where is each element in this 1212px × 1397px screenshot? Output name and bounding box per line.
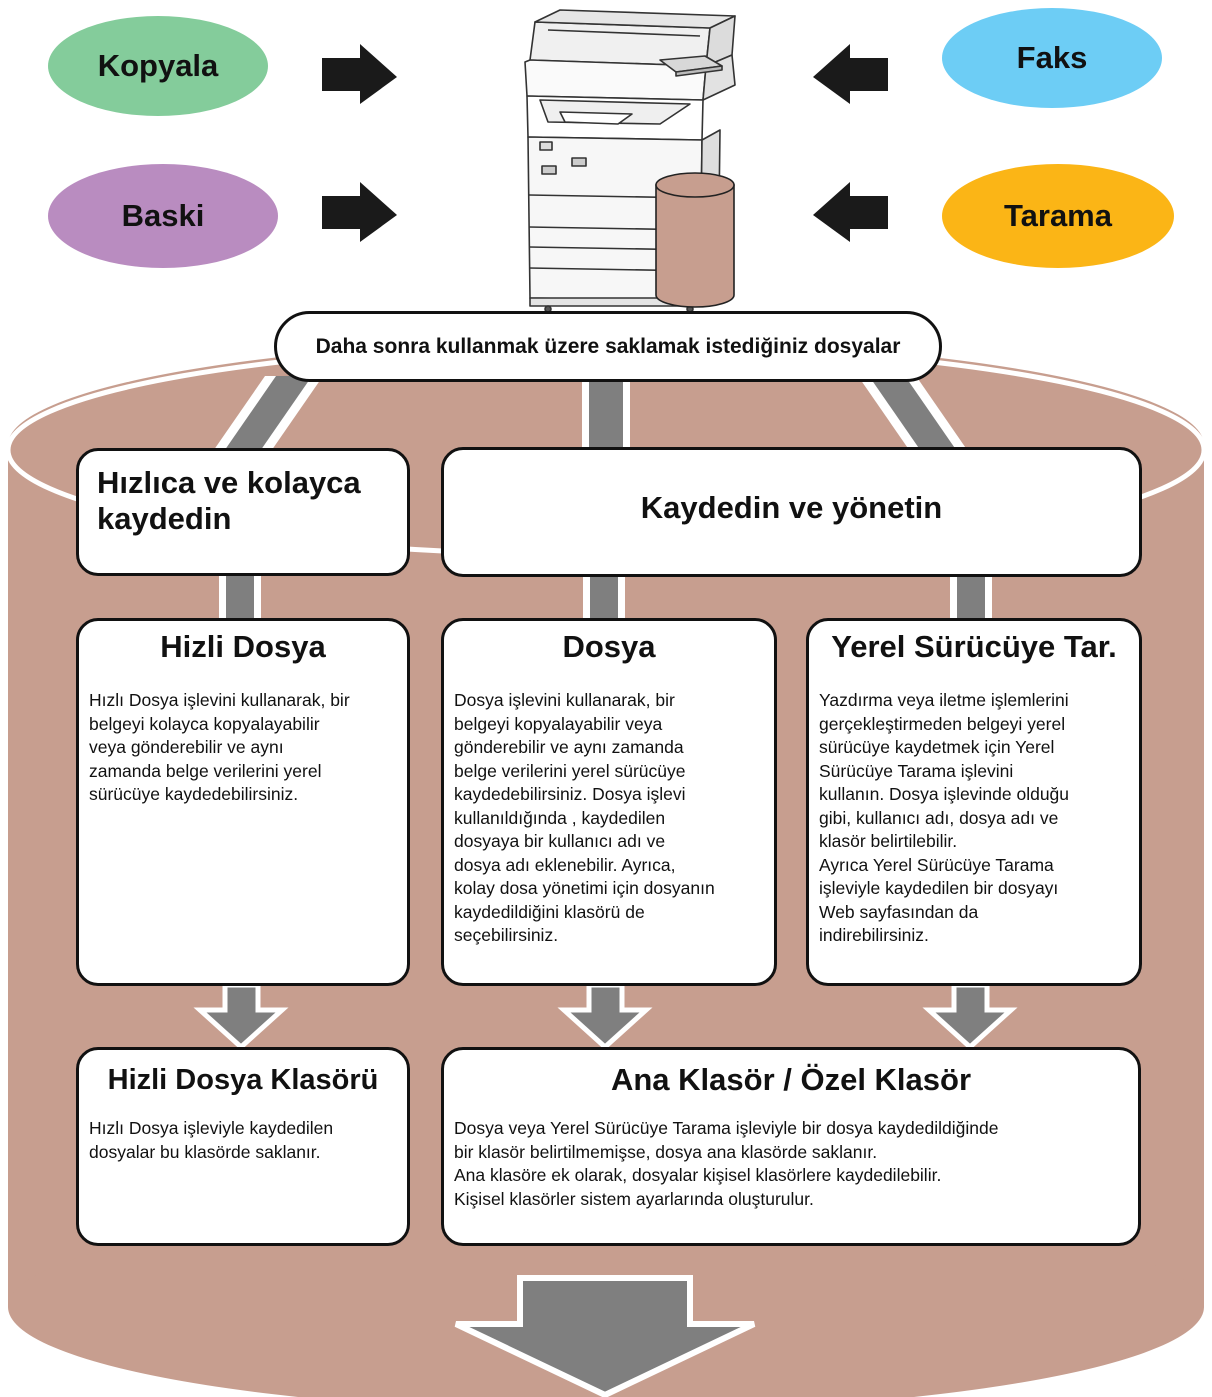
text-line: kaydedildiğini klasörü de [454,901,645,922]
text-line: klasör belirtilebilir. [819,831,958,851]
text-line: dosya adı eklenebilir. Ayrıca, [454,854,676,875]
text-line: Dosya işlevini kullanarak, bir [454,690,675,710]
scan-to-local-box: Yerel Sürücüye Tar. Yazdırma veya iletme… [806,618,1142,986]
text-line: Yazdırma veya iletme işlemlerini [819,690,1069,710]
main-custom-folder-box: Ana Klasör / Özel Klasör Dosya veya Yere… [441,1047,1141,1246]
text-line: işleviyle kaydedilen bir dosyayı [819,878,1059,898]
text-line: Sürücüye Tarama işlevini [819,760,1014,781]
text-line: veya gönderebilir ve aynı [89,737,284,757]
category-connectors [219,572,992,624]
text-line: Dosya veya Yerel Sürücüye Tarama işleviy… [454,1118,999,1138]
quick-file-folder-title: Hizli Dosya Klasörü [107,1064,379,1096]
text-line: kaydedebilirsiniz. Dosya işlevi [454,784,686,804]
file-title: Dosya [562,629,656,664]
text-line: Hızlı Dosya işlevini kullanarak, bir [89,690,350,710]
text-line: seçebilirsiniz. [454,925,559,945]
quick-file-description: Hızlı Dosya işlevini kullanarak, bir belg… [89,689,350,807]
text-line: sürücüye kaydedebilirsiniz. [89,784,299,804]
arrow-left-icon [813,44,888,104]
header-connectors [200,376,981,470]
managed-category: Kaydedin ve yönetin [441,447,1142,577]
quick-file-title: Hizli Dosya [160,629,326,664]
text-line: gibi, kullanıcı adı, dosya adı ve [819,807,1059,828]
text-line: Web sayfasından da [819,901,979,922]
text-line: dosyaya bir kullanıcı adı ve [454,831,666,851]
managed-category-title: Kaydedin ve yönetin [640,490,943,525]
file-description: Dosya işlevini kullanarak, bir belgeyi ko… [454,689,715,948]
text-line: indirebilirsiniz. [819,925,929,945]
folder-arrows [193,982,1018,1051]
arrow-right-icon [322,182,397,242]
arrow-left-icon [813,182,888,242]
text-line: belgeyi kopyalayabilir veya [454,713,663,734]
text-line: belge verilerini yerel sürücüye [454,760,686,781]
text-line: kaydedin [97,501,232,536]
text-line: Ayrıca Yerel Sürücüye Tarama [819,854,1054,875]
fax-source: Faks [942,8,1162,108]
text-line: gönderebilir ve aynı zamanda [454,737,684,757]
arrow-right-icon [322,44,397,104]
output-arrow [454,1275,756,1397]
database-icon [655,172,735,308]
file-box: Dosya Dosya işlevini kullanarak, bir belg… [441,618,777,986]
main-custom-folder-description: Dosya veya Yerel Sürücüye Tarama işleviy… [454,1117,998,1211]
storage-header: Daha sonra kullanmak üzere saklamak iste… [274,311,942,382]
text-line: belgeyi kolayca kopyalayabilir [89,713,320,734]
quick-file-folder-box: Hizli Dosya Klasörü Hızlı Dosya işleviyl… [76,1047,410,1246]
text-line: Kişisel klasörler sistem ayarlarında olu… [454,1188,814,1209]
text-line: Hızlı Dosya işleviyle kaydedilen [89,1118,334,1138]
print-source: Baski [48,164,278,268]
scan-to-local-description: Yazdırma veya iletme işlemlerini gerçekle… [819,689,1069,948]
main-custom-folder-title: Ana Klasör / Özel Klasör [610,1062,972,1097]
text-line: kullanıldığında , kaydedilen [454,807,666,828]
text-line: Ana klasöre ek olarak, dosyalar kişisel … [454,1165,942,1185]
text-line: sürücüye kaydetmek için Yerel [819,737,1055,757]
text-line: zamanda belge verilerini yerel [89,760,322,781]
input-arrows [322,44,888,242]
text-line: dosyalar bu klasörde saklanır. [89,1141,321,1162]
text-line: gerçekleştirmeden belgeyi yerel [819,713,1066,734]
scan-to-local-title: Yerel Sürücüye Tar. [831,629,1117,664]
quick-file-box: Hizli Dosya Hızlı Dosya işlevini kullana… [76,618,410,986]
text-line: kolay dosa yönetimi için dosyanın [454,878,715,898]
text-line: kullanın. Dosya işlevinde olduğu [819,784,1070,804]
quick-file-folder-description: Hızlı Dosya işleviyle kaydedilen dosyalar… [89,1117,333,1164]
copy-source: Kopyala [48,16,268,116]
scan-source: Tarama [942,164,1174,268]
text-line: bir klasör belirtilmemişse, dosya ana kl… [454,1141,878,1162]
text-line: Hızlıca ve kolayca [97,465,361,500]
